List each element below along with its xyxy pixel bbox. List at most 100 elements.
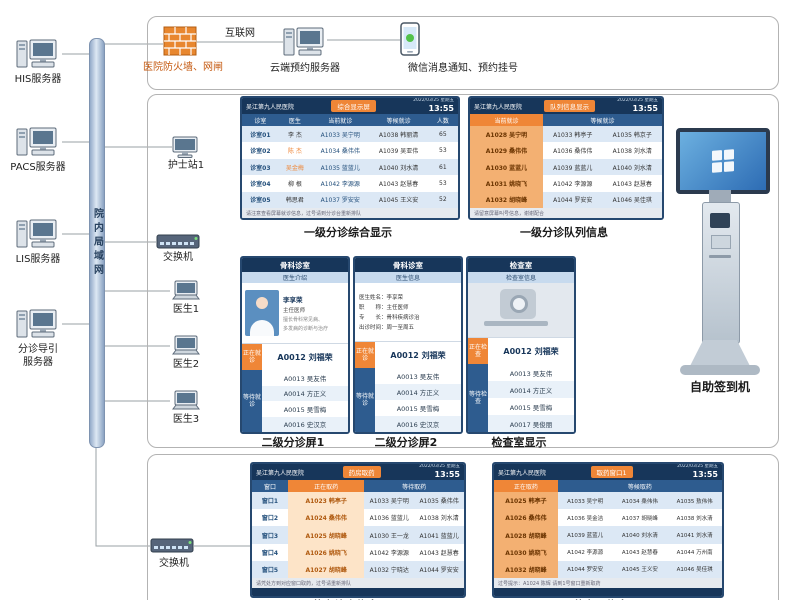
clock: 2022/03/25 星期五 13:55 — [677, 465, 718, 479]
doctor-cell: 吴金梅 — [285, 164, 304, 172]
guide-server-label: 分诊导引服务器 — [18, 344, 58, 368]
waiting-cell: A1041 刘水清 — [676, 533, 713, 539]
count-cell: 53 — [439, 179, 447, 187]
col-current: 当前就诊 — [328, 117, 353, 125]
col-waiting: 等候就诊 — [386, 117, 411, 125]
waiting-cell: A1035 桑伟伟 — [419, 498, 459, 506]
now-serving-number: A0012 刘福荣 — [277, 352, 333, 362]
current-cell: A1033 吴宁明 — [320, 131, 360, 139]
current-cell: A1037 罗安安 — [320, 197, 360, 205]
now-serving-section: 正在就诊 A0012 刘福荣 — [355, 341, 461, 368]
comprehensive-display-screen: 吴江第九人民医院 综合显示屏 2022/03/25 星期五 13:55 诊室 医… — [240, 96, 460, 220]
table-row: A1028 胡晓峰 A1039 蓝蓝儿 A1040 刘水清 A1041 刘水清 — [494, 526, 722, 544]
nurse-station-label: 护士站1 — [167, 160, 205, 171]
switch-mid-label: 交换机 — [163, 252, 193, 263]
info-line: 医生姓名：李享荣 — [359, 295, 404, 301]
lis-server-icon — [16, 219, 57, 248]
table-row: 诊室03 吴金梅 A1035 蓝蓝儿 A1040 刘水清 61 — [242, 158, 458, 176]
clock: 2022/03/25 星期五 13:55 — [413, 99, 454, 113]
table-row: 诊室05 韩思君 A1037 罗安安 A1045 王义安 52 — [242, 191, 458, 209]
room-cell: 诊室02 — [250, 148, 271, 156]
hospital-name: 吴江第九人民医院 — [474, 103, 523, 111]
kiosk-card-reader-screen — [710, 213, 730, 228]
table-row: 窗口2 A1024 桑伟伟 A1036 蓝蓝儿 A1038 刘水清 — [252, 509, 464, 527]
col-window: 窗口 — [264, 483, 277, 491]
screen-title-badge: 队列信息显示 — [544, 100, 596, 112]
waiting-cell: A1036 桑伟伟 — [553, 148, 593, 156]
waiting-cell: A1045 王义安 — [378, 197, 419, 205]
waiting-cell: A1040 刘水清 — [612, 164, 652, 172]
info-bar: 医生介绍 — [242, 272, 348, 283]
waiting-cell: A1043 赵慧春 — [419, 549, 459, 557]
hospital-name: 吴江第九人民医院 — [246, 103, 295, 111]
room-name: 骨科诊室 — [355, 258, 461, 272]
now-serving-label: 正在检查 — [468, 338, 488, 364]
current-cell: A1027 胡晓峰 — [288, 560, 365, 579]
table-row: 诊室02 陈 杰 A1034 桑伟伟 A1039 吴亚伟 53 — [242, 142, 458, 159]
waiting-list: A0013 吴友伟 A0014 方正义 A0015 吴雪梅 A0017 吴俊丽 — [488, 364, 574, 432]
waiting-cell: A1038 韩丽清 — [378, 131, 419, 139]
doctor-photo — [245, 290, 279, 336]
room-cell: 诊室04 — [250, 180, 271, 188]
ct-scanner-image — [468, 283, 574, 337]
now-serving-number: A0012 刘福荣 — [390, 350, 446, 360]
waiting-cell: A1038 刘水清 — [612, 148, 652, 156]
checkin-kiosk — [652, 112, 788, 392]
waiting-cell: A1030 王一龙 — [369, 532, 409, 540]
waiting-label: 等待检查 — [468, 364, 488, 432]
marquee-notice: 请凭处方到对应窗口取药，过号请重新排队 — [252, 578, 464, 588]
screen-header: 吴江第九人民医院 药房取药 2022/03/25 星期五 13:55 — [252, 464, 464, 480]
avatar-head — [256, 297, 268, 309]
waiting-cell: A1034 桑伟伟 — [621, 498, 658, 505]
waiting-label: 等待就诊 — [242, 370, 262, 432]
table-row: A1031 姚晓飞 A1042 李源源 A1043 赵慧春 — [470, 175, 662, 192]
count-cell: 61 — [439, 163, 447, 171]
count-cell: 53 — [439, 147, 447, 155]
info-line: 职 称：主任医师 — [359, 305, 409, 311]
waiting-cell: A1033 吴宁明 — [369, 498, 409, 506]
table-row: 窗口1 A1023 韩亭子 A1033 吴宁明 A1035 桑伟伟 — [252, 492, 464, 510]
triage-section-box — [147, 94, 779, 448]
col-doctor: 医生 — [288, 117, 301, 125]
kiosk-monitor — [676, 128, 770, 194]
table-body: A1028 吴宁明 A1033 韩亭子 A1035 韩京子 A1029 桑伟伟 … — [470, 126, 662, 209]
nurse-station-icon — [172, 136, 198, 158]
waiting-entry: A0015 吴雪梅 — [375, 400, 461, 416]
screen-title-badge: 药房取药 — [342, 466, 381, 478]
internet-label: 互联网 — [225, 28, 255, 39]
firewall-icon — [163, 26, 197, 56]
count-cell: 65 — [439, 130, 447, 138]
ct-bed — [484, 321, 548, 326]
screen-bottom-bar — [494, 588, 722, 596]
waiting-cell: A1039 蓝蓝儿 — [567, 533, 604, 539]
current-cell: A1028 胡晓峰 — [494, 526, 558, 544]
waiting-entry: A0013 吴友伟 — [262, 370, 348, 386]
ct-gantry — [500, 289, 536, 319]
waiting-cell: A1035 敖伟伟 — [676, 498, 713, 505]
table-row: 窗口4 A1026 姚晓飞 A1042 李源源 A1043 赵慧春 — [252, 543, 464, 561]
doctor-info-lines: 医生姓名：李享荣 职 称：主任医师 专 长：骨科疾病诊治 出诊时间：周一至周五 — [355, 283, 461, 341]
waiting-section: 等待就诊 A0013 吴友伟 A0014 方正义 A0015 吴雪梅 A0016… — [242, 370, 348, 432]
table-row: A1032 胡晓峰 A1044 罗安安 A1045 王义安 A1046 吴佳琪 — [494, 560, 722, 579]
table-body: 诊室01 李 杰 A1033 吴宁明 A1038 韩丽清 65 诊室02 陈 杰… — [242, 126, 458, 209]
his-server-icon — [16, 39, 57, 68]
kiosk-printer-slot — [709, 255, 731, 258]
exam-room-screen: 检查室 检查室信息 正在检查 A0012 刘福荣 等待检查 A0013 吴友伟 … — [466, 256, 576, 434]
waiting-entry: A0016 史汉京 — [262, 416, 348, 432]
waiting-cell: A1033 吴宁明 — [567, 498, 604, 505]
waiting-cell: A1044 罗安安 — [567, 567, 604, 574]
doctor1-label: 医生1 — [172, 304, 200, 315]
table-body: 窗口1 A1023 韩亭子 A1033 吴宁明 A1035 桑伟伟 窗口2 A1… — [252, 492, 464, 579]
wechat-phone-icon — [400, 22, 420, 56]
triage-screen-1: 骨科诊室 医生介绍 李享荣 主任医师 擅长骨科常见病、 多发病的诊断与治疗 正在… — [240, 256, 350, 434]
cloud-server-label: 云端预约服务器 — [270, 63, 340, 74]
waiting-cell: A1044 罗安安 — [419, 566, 459, 574]
pacs-server-label: PACS服务器 — [10, 162, 66, 173]
now-serving-label: 正在就诊 — [242, 344, 262, 370]
waiting-cell: A1035 韩京子 — [612, 131, 652, 139]
table-row: A1028 吴宁明 A1033 韩亭子 A1035 韩京子 — [470, 126, 662, 143]
screen-header: 吴江第九人民医院 取药窗口1 2022/03/25 星期五 13:55 — [494, 464, 722, 480]
marquee-notice: 请留意屏幕叫号信息，谢谢配合 — [470, 208, 662, 218]
table-row: A1026 桑伟伟 A1036 吴金洁 A1037 胡晓峰 A1038 刘水清 — [494, 509, 722, 527]
